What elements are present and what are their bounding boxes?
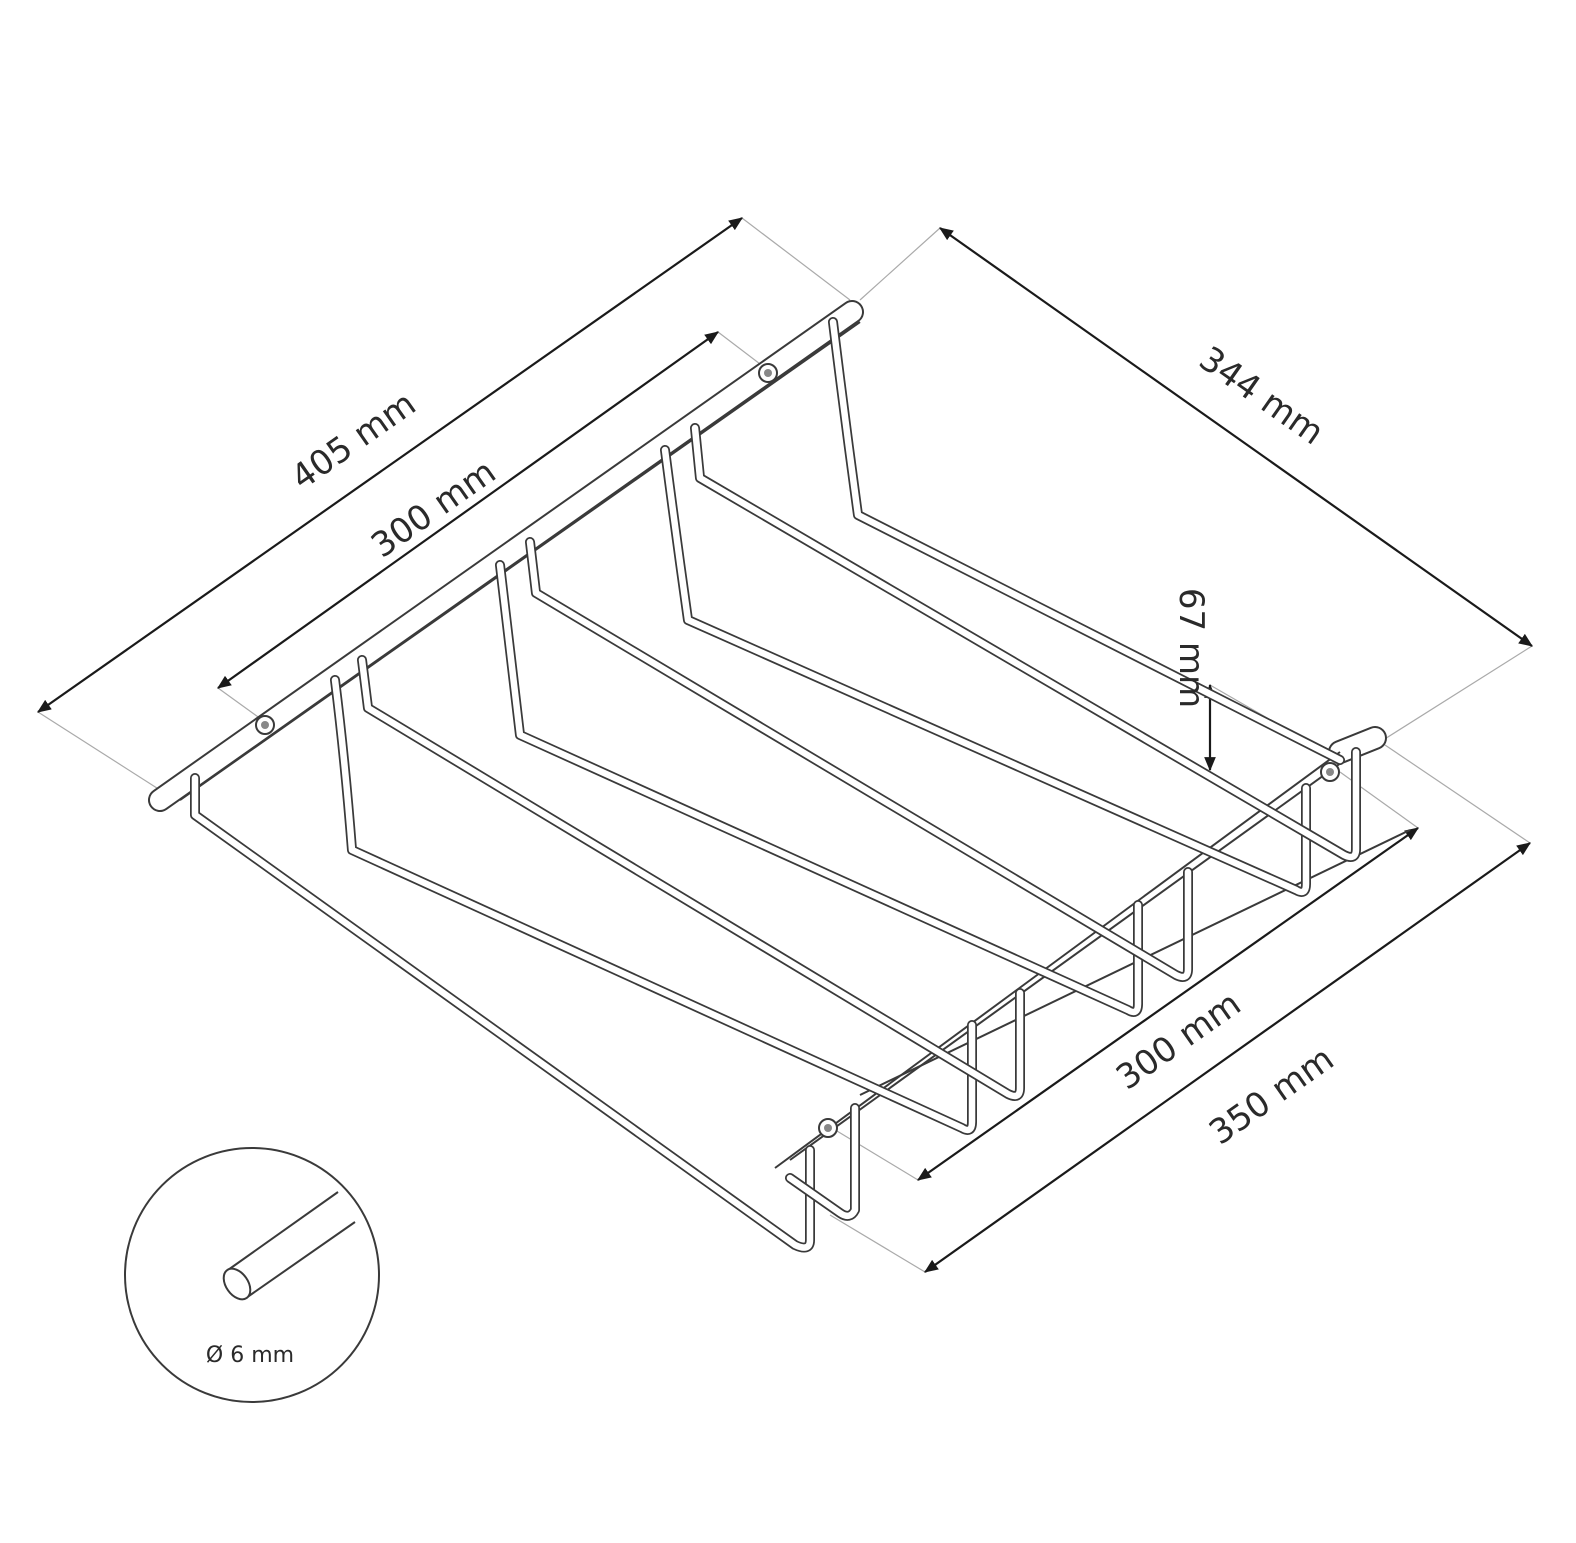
dim-line-300-top <box>217 331 719 689</box>
screw-icon <box>255 715 275 735</box>
label-300-bottom: 300 mm <box>1109 984 1248 1098</box>
extension-lines <box>37 217 1533 1273</box>
screw-icons <box>255 363 1340 1138</box>
label-344: 344 mm <box>1192 339 1331 453</box>
dim-line-344 <box>939 227 1533 647</box>
dim-line-300-bottom <box>917 827 1419 1181</box>
screw-icon <box>758 363 778 383</box>
dim-line-350 <box>924 842 1531 1273</box>
label-67: 67 mm <box>1171 588 1211 708</box>
label-405: 405 mm <box>284 384 423 498</box>
screw-icon <box>818 1118 838 1138</box>
screw-icon <box>1320 762 1340 782</box>
hanger-rods <box>190 317 1361 1253</box>
label-350: 350 mm <box>1202 1039 1341 1153</box>
dimension-lines <box>37 217 1533 1273</box>
rack <box>148 300 1411 1253</box>
rod-detail: Ø 6 mm <box>124 1147 380 1403</box>
label-rod-diameter: Ø 6 mm <box>206 1343 294 1368</box>
